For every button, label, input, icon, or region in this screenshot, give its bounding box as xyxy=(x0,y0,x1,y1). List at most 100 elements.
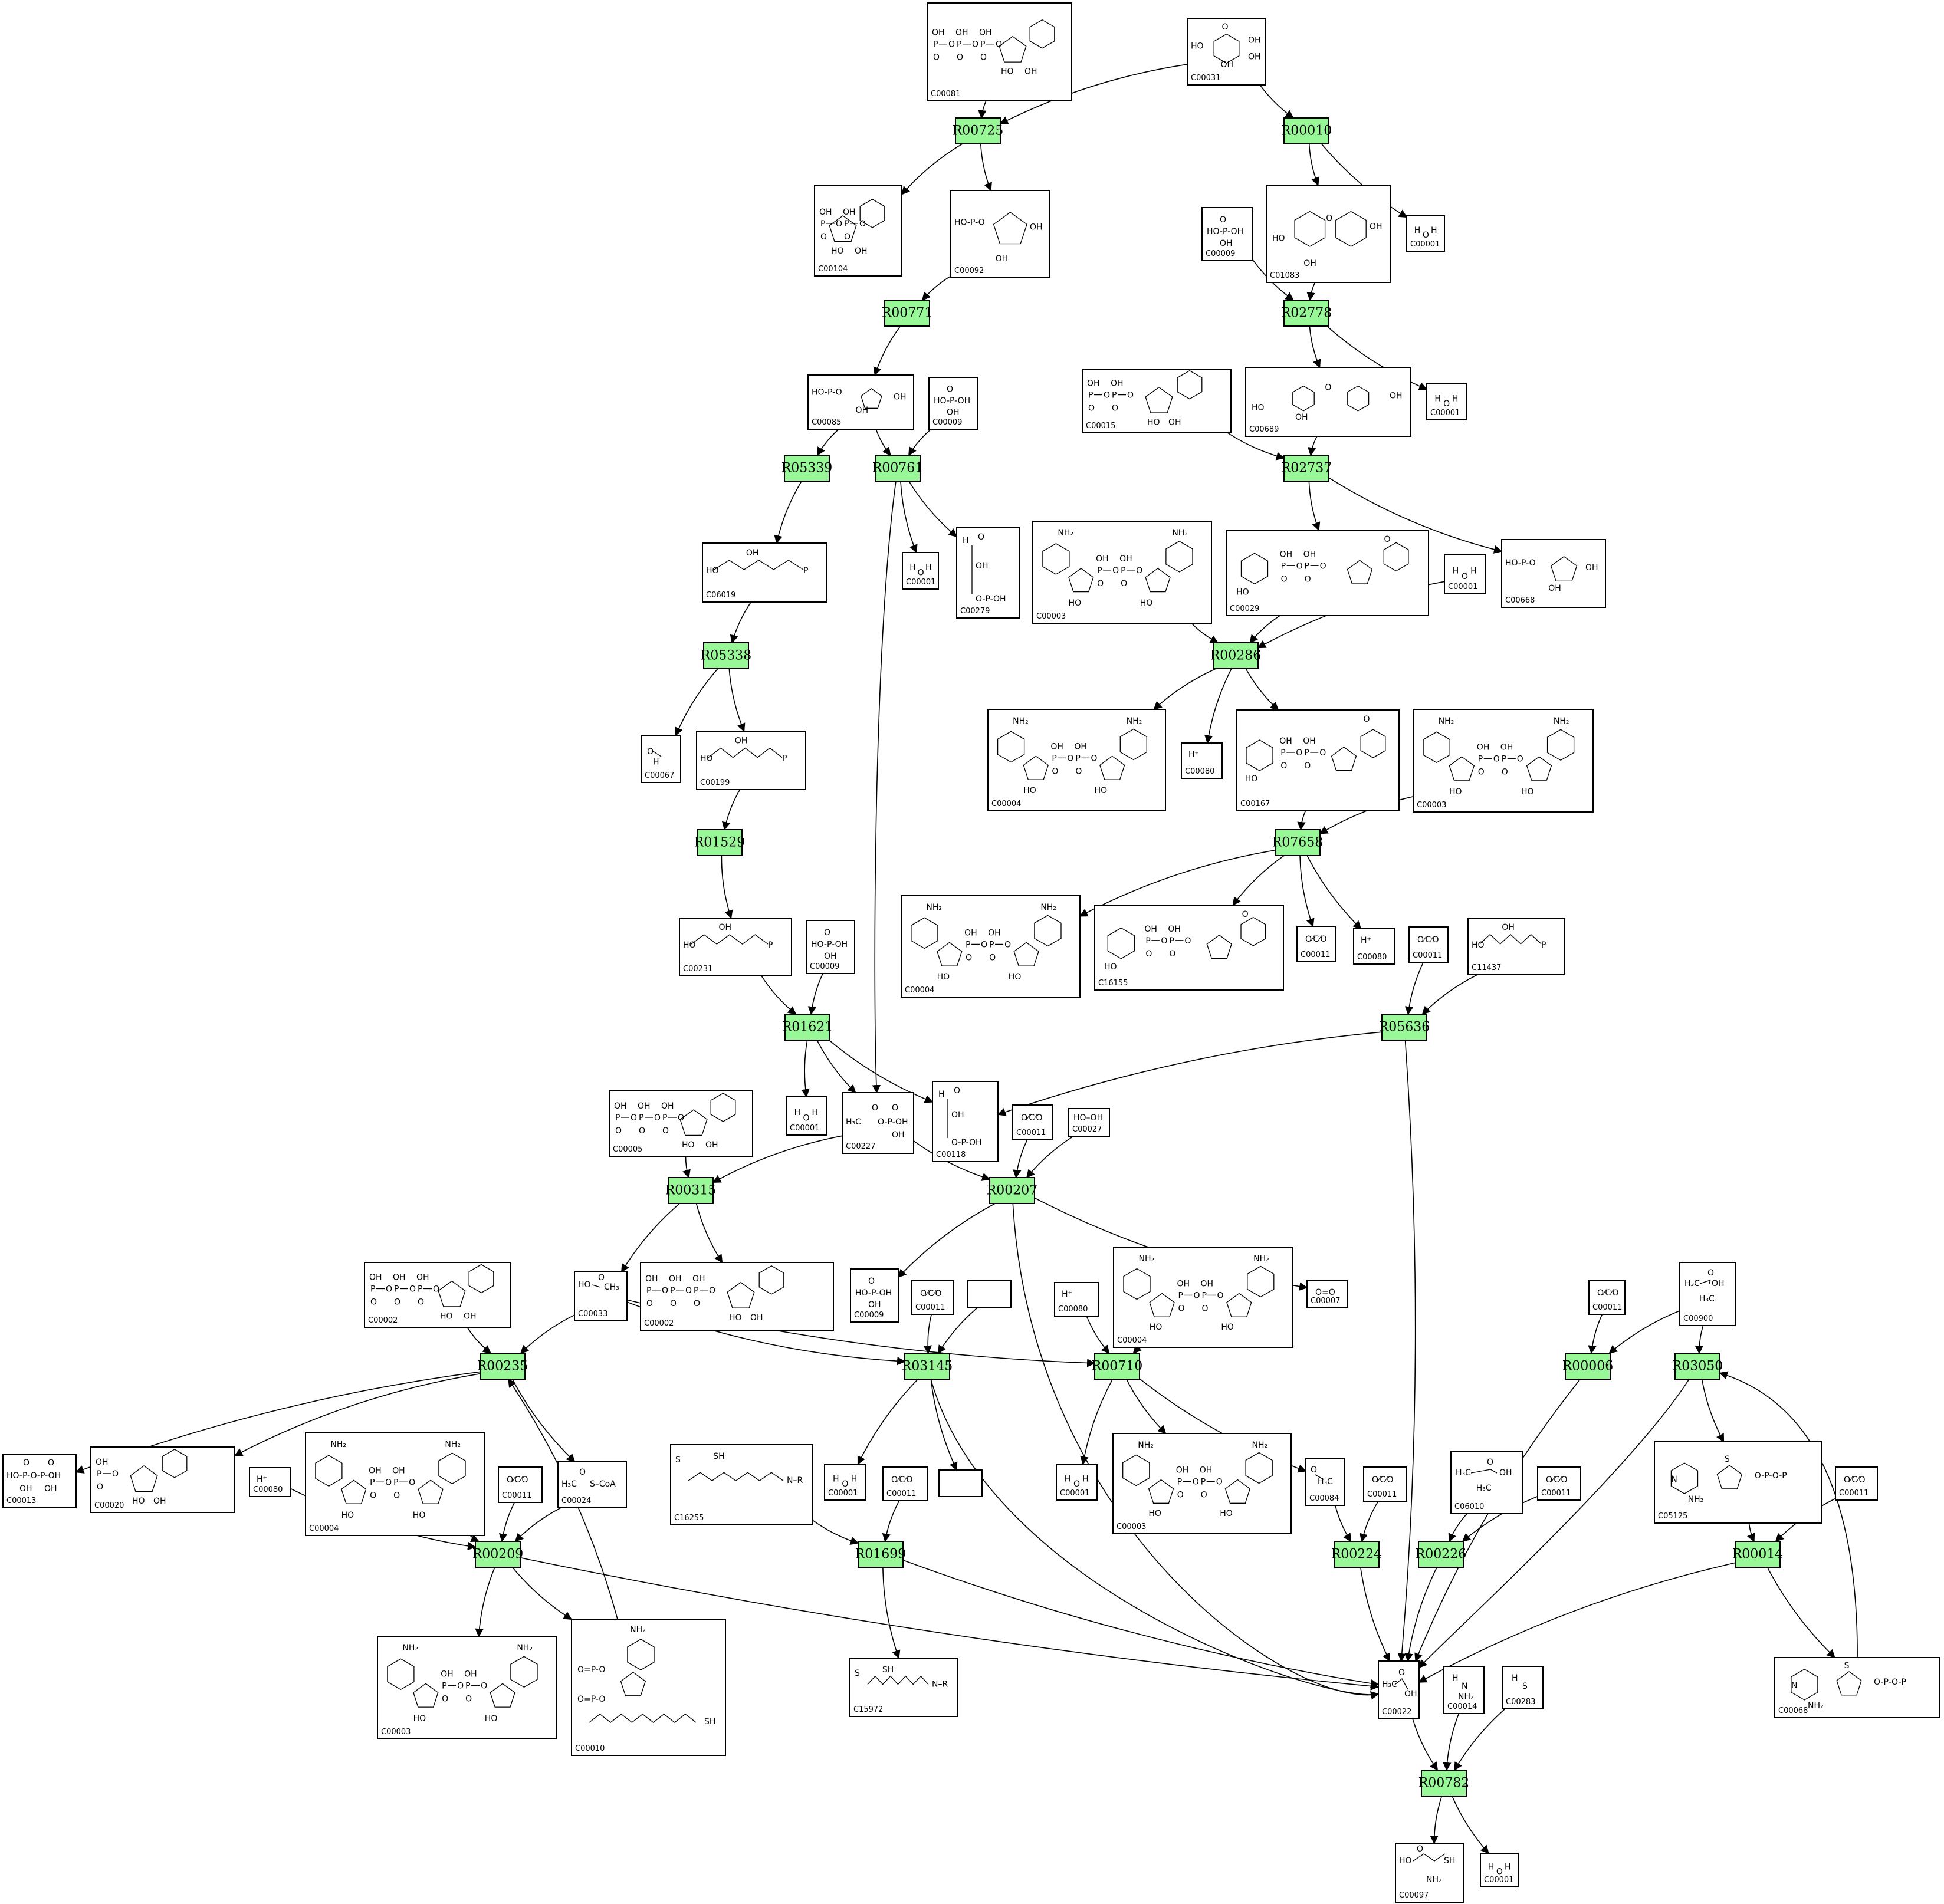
reaction-node[interactable]: R07658 xyxy=(1272,829,1324,856)
reaction-node[interactable]: R05339 xyxy=(781,455,833,482)
reaction-node[interactable]: R03145 xyxy=(902,1353,953,1380)
reaction-node[interactable]: R00224 xyxy=(1331,1541,1383,1568)
compound-node[interactable]: H⁺C00080 xyxy=(1054,1282,1099,1317)
reaction-node[interactable]: R02778 xyxy=(1281,300,1332,327)
reaction-node[interactable]: R00771 xyxy=(882,300,933,327)
compound-node[interactable] xyxy=(938,1469,983,1497)
compound-node[interactable]: H⁺C00080 xyxy=(1181,742,1223,779)
reaction-node[interactable]: R00761 xyxy=(872,455,924,482)
reaction-node[interactable]: R00782 xyxy=(1418,1770,1470,1797)
reaction-node[interactable]: R00207 xyxy=(987,1177,1038,1204)
reaction-node[interactable]: R01699 xyxy=(855,1541,907,1568)
reaction-node[interactable]: R05338 xyxy=(701,642,752,669)
reaction-node[interactable]: R02737 xyxy=(1281,455,1332,482)
reaction-node[interactable]: R00006 xyxy=(1562,1353,1614,1380)
reaction-node[interactable]: R00226 xyxy=(1416,1541,1467,1568)
reaction-node[interactable]: R01621 xyxy=(782,1014,833,1041)
reaction-node[interactable]: R00014 xyxy=(1732,1541,1784,1568)
compound-node[interactable]: H⁺C00080 xyxy=(249,1467,291,1497)
reaction-node[interactable]: R01529 xyxy=(694,829,746,856)
compound-node[interactable] xyxy=(967,1280,1012,1308)
reaction-node[interactable]: R00315 xyxy=(665,1177,717,1204)
reaction-node[interactable]: R00286 xyxy=(1210,642,1262,669)
reaction-node[interactable]: R00235 xyxy=(477,1353,528,1380)
reaction-node[interactable]: R00725 xyxy=(953,117,1004,144)
compound-node[interactable]: H⁺C00080 xyxy=(1353,928,1395,965)
reaction-node[interactable]: R03050 xyxy=(1672,1353,1723,1380)
reaction-node[interactable]: R05636 xyxy=(1379,1014,1430,1041)
reaction-node[interactable]: R00010 xyxy=(1281,117,1332,144)
reaction-node[interactable]: R00209 xyxy=(472,1541,524,1568)
